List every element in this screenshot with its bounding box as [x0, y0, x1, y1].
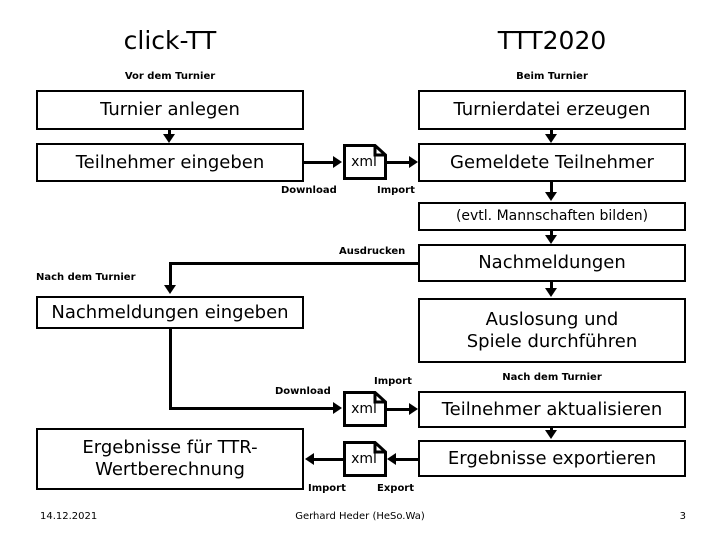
caption-nach-dem-turnier-right: Nach dem Turnier [502, 372, 602, 383]
box-ergebnisse-exportieren[interactable]: Ergebnisse exportieren [418, 440, 686, 477]
edge-label-import-2: Import [374, 376, 412, 387]
connector-xml-to-gemeldete-teilnehmer [386, 161, 411, 164]
edge-label-import-1: Import [377, 185, 415, 196]
connector-xml-to-ergebnisse-ttr [314, 458, 344, 461]
box-nachmeldungen-eingeben[interactable]: Nachmeldungen eingeben [36, 296, 304, 329]
arrow-down-ergebnisse-exportieren [545, 430, 557, 439]
box-ergebnisse-ttr-line-2: Wertberechnung [95, 459, 245, 480]
box-turnier-anlegen[interactable]: Turnier anlegen [36, 90, 304, 130]
box-evtl-mannschaften-bilden[interactable]: (evtl. Mannschaften bilden) [418, 202, 686, 231]
file-document-icon [343, 144, 387, 180]
edge-label-import-3: Import [308, 483, 346, 494]
box-gemeldete-teilnehmer[interactable]: Gemeldete Teilnehmer [418, 143, 686, 182]
edge-label-download-2: Download [275, 386, 331, 397]
arrow-right-xml-download [333, 402, 342, 414]
caption-beim-turnier: Beim Turnier [516, 71, 588, 82]
connector-nachmeldungen-eingeben-down [169, 329, 172, 410]
arrow-right-teilnehmer-aktualisieren [409, 403, 418, 415]
arrow-down-teilnehmer-eingeben [163, 134, 175, 143]
arrow-down-auslosung [545, 288, 557, 297]
arrow-down-nachmeldungen [545, 235, 557, 244]
footer-date: 14.12.2021 [40, 511, 98, 522]
arrow-down-gemeldete-teilnehmer [545, 134, 557, 143]
caption-vor-dem-turnier: Vor dem Turnier [124, 71, 216, 82]
connector-ausdrucken-horizontal [169, 262, 419, 265]
column-title-click-tt: click-TT [123, 26, 217, 55]
edge-label-download-1: Download [281, 185, 337, 196]
footer-page-number: 3 [679, 511, 686, 522]
box-teilnehmer-eingeben[interactable]: Teilnehmer eingeben [36, 143, 304, 182]
box-auslosung-line-1: Auslosung und [485, 308, 619, 330]
arrow-left-xml-export [387, 453, 396, 465]
box-ergebnisse-ttr-wertberechnung[interactable]: Ergebnisse für TTR- Wertberechnung [36, 428, 304, 490]
connector-mannschaften-to-nachmeldungen [550, 231, 553, 237]
arrow-down-mannschaften-bilden [545, 192, 557, 201]
connector-nachmeldungen-to-auslosung [550, 282, 553, 290]
xml-file-icon-export[interactable]: xml [343, 441, 387, 477]
edge-label-export-1: Export [377, 483, 415, 494]
xml-file-icon-download[interactable]: xml [343, 391, 387, 427]
file-document-icon [343, 391, 387, 427]
connector-ausdrucken-vertical [169, 262, 172, 287]
arrow-right-gemeldete-teilnehmer [409, 156, 418, 168]
xml-file-icon-teilnehmer[interactable]: xml [343, 144, 387, 180]
box-nachmeldungen[interactable]: Nachmeldungen [418, 244, 686, 282]
column-title-ttt2020: TTT2020 [497, 26, 607, 55]
caption-nach-dem-turnier-left: Nach dem Turnier [36, 272, 136, 283]
connector-ergebnisse-exportieren-to-xml [396, 458, 419, 461]
box-ergebnisse-ttr-line-1: Ergebnisse für TTR- [82, 437, 258, 458]
file-document-icon [343, 441, 387, 477]
box-teilnehmer-aktualisieren[interactable]: Teilnehmer aktualisieren [418, 391, 686, 428]
arrow-left-ergebnisse-ttr [305, 453, 314, 465]
arrow-right-xml-teilnehmer [333, 156, 342, 168]
box-auslosung-line-2: Spiele durchführen [466, 330, 638, 352]
xml-label: xml [351, 154, 377, 170]
xml-label: xml [351, 401, 377, 417]
connector-xml-to-teilnehmer-aktualisieren [386, 408, 411, 411]
connector-gemeldete-to-mannschaften [550, 182, 553, 194]
box-turnierdatei-erzeugen[interactable]: Turnierdatei erzeugen [418, 90, 686, 130]
box-auslosung-und-spiele-durchfuehren[interactable]: Auslosung und Spiele durchführen [418, 298, 686, 363]
xml-label: xml [351, 451, 377, 467]
edge-label-ausdrucken: Ausdrucken [339, 246, 406, 257]
connector-teilnehmer-to-xml [304, 161, 337, 164]
footer-author: Gerhard Heder (HeSo.Wa) [295, 511, 425, 522]
connector-nachmeldungen-eingeben-right [169, 407, 337, 410]
arrow-down-nachmeldungen-eingeben [164, 285, 176, 294]
